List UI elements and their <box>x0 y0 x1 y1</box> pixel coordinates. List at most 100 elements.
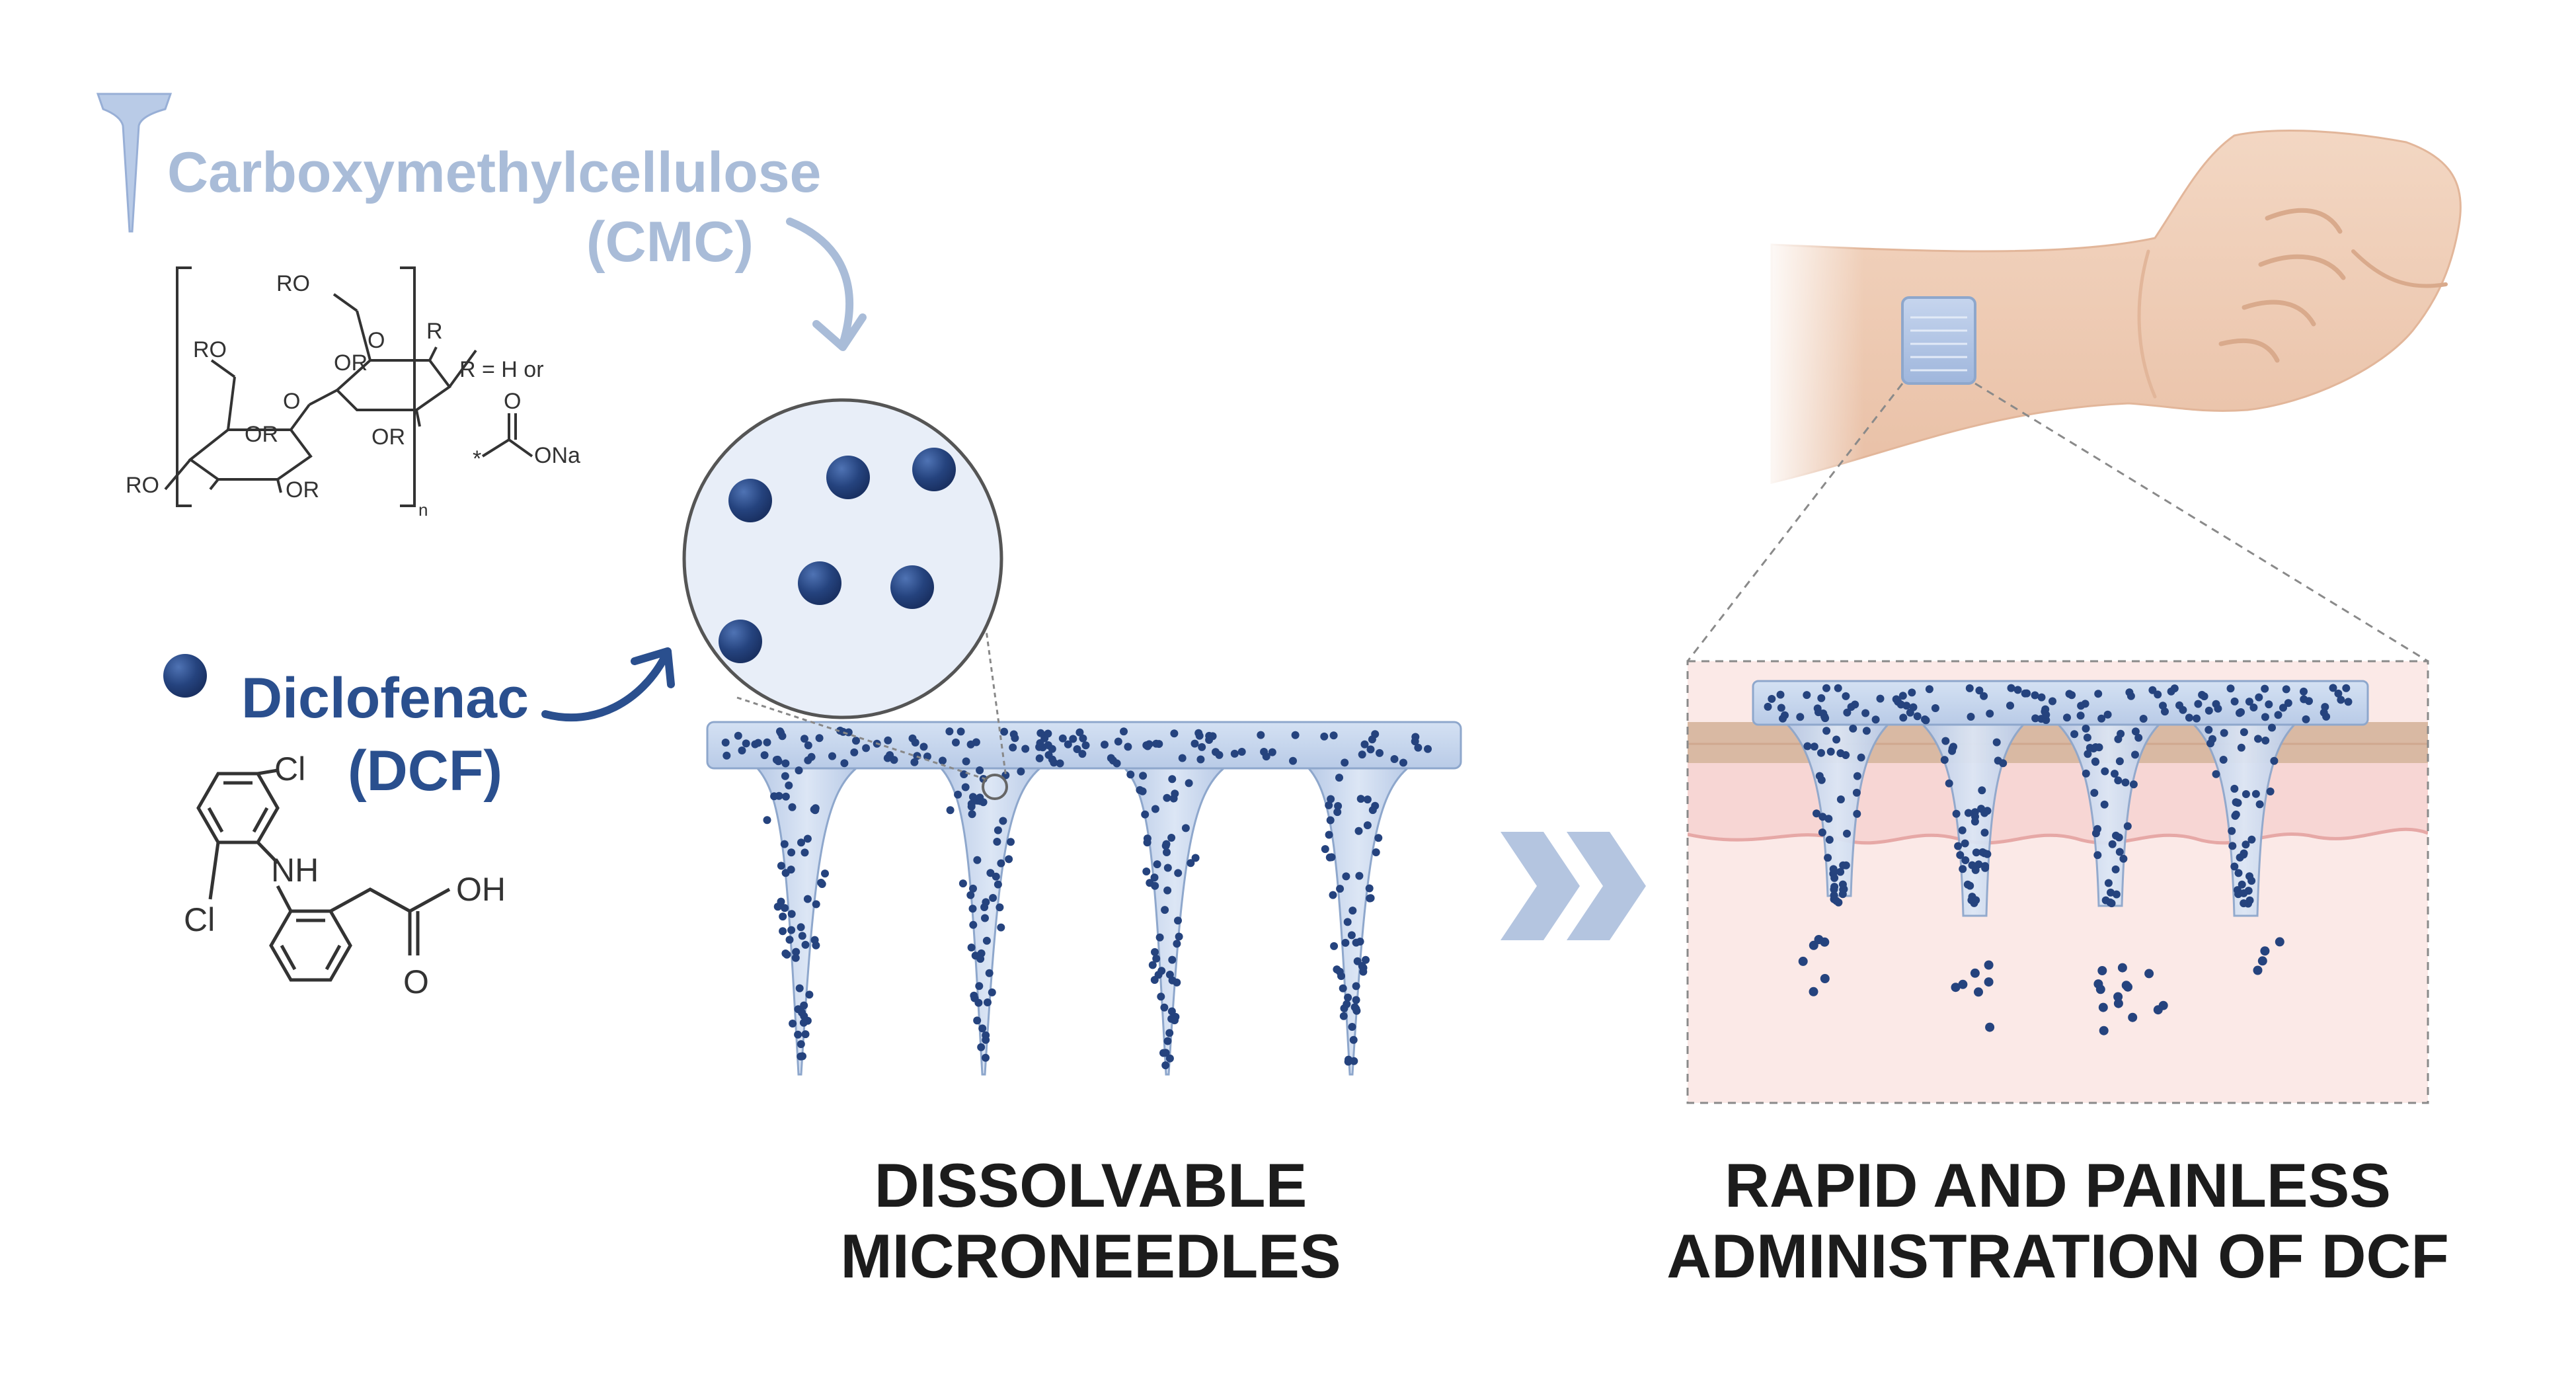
drug-particle <box>1163 793 1171 802</box>
drug-particle <box>1961 839 1969 848</box>
caption-left-line2: MICRONEEDLES <box>840 1221 1341 1291</box>
drug-particle <box>1958 979 1968 989</box>
drug-particle <box>1152 739 1161 748</box>
drug-particle <box>1321 845 1329 854</box>
drug-particle <box>721 739 730 747</box>
drug-particle <box>1815 708 1822 717</box>
drug-particle <box>1352 982 1360 990</box>
drug-particle <box>1941 737 1950 745</box>
drug-particle <box>995 903 1004 912</box>
drug-particle <box>1044 750 1053 759</box>
drug-particle <box>2082 769 2090 778</box>
cmc-label-or-3: OR <box>245 422 278 447</box>
drug-particle <box>2013 686 2022 694</box>
drug-particle <box>1124 743 1132 751</box>
drug-particle <box>2208 735 2216 743</box>
drug-particle <box>1171 1016 1179 1025</box>
drug-particle <box>1007 838 1015 846</box>
drug-particle <box>2270 756 2279 765</box>
drug-particle <box>961 783 970 791</box>
drug-particle <box>975 982 984 990</box>
drug-particle <box>1349 1035 1358 1044</box>
drug-particle <box>2261 737 2270 745</box>
drug-particle <box>1822 684 1830 692</box>
drug-particle <box>2232 798 2240 807</box>
drug-particle <box>1339 1012 1348 1020</box>
drug-particle <box>1344 993 1352 1002</box>
drug-particle <box>1126 770 1135 779</box>
cmc-arrow <box>786 218 853 348</box>
drug-particle <box>2148 686 2157 694</box>
drug-particle <box>789 1020 797 1028</box>
drug-particle <box>2240 850 2248 859</box>
drug-particle <box>1170 729 1179 738</box>
drug-particle <box>2103 710 2112 719</box>
drug-particle <box>1820 974 1830 983</box>
drug-particle <box>1862 727 1871 735</box>
zoom-focus-circle <box>982 774 1008 800</box>
skin-cross-section <box>1688 661 2428 1103</box>
drug-particle <box>2214 704 2222 713</box>
drug-particle <box>1365 884 1374 893</box>
drug-particle <box>1208 732 1217 741</box>
drug-particle <box>969 884 977 893</box>
patch-lines <box>1910 316 1967 372</box>
cmc-structure <box>164 266 533 507</box>
cmc-structure-labels: RO RO RO OR OR OR OR O O R R = H or * O … <box>126 271 580 520</box>
cmc-label-ro-2: RO <box>193 337 227 362</box>
drug-particle <box>1813 809 1820 818</box>
drug-particle <box>977 1043 986 1051</box>
drug-particle <box>2322 712 2331 721</box>
drug-particle <box>2101 767 2109 776</box>
drug-particle <box>797 1040 805 1049</box>
drug-particle <box>1352 938 1360 947</box>
dcf-abbr: (DCF) <box>348 739 502 803</box>
drug-particle <box>1048 745 1056 753</box>
drug-particle <box>1161 1061 1170 1070</box>
drug-particle <box>1167 1007 1176 1016</box>
drug-particle <box>1821 714 1830 723</box>
drug-particle <box>2111 865 2120 873</box>
drug-particle <box>946 806 955 815</box>
microneedle-needle-2 <box>936 764 1046 1076</box>
drug-particle <box>952 738 960 747</box>
drug-particle <box>1079 734 1087 743</box>
drug-particle <box>1139 772 1148 780</box>
drug-particle <box>986 869 995 877</box>
drug-particle <box>1399 758 1407 767</box>
drug-particle <box>1335 774 1343 782</box>
drug-particle <box>836 727 844 735</box>
drug-particle <box>1064 740 1072 748</box>
drug-particle <box>1320 732 1329 741</box>
drug-particle <box>1163 864 1172 872</box>
drug-particle <box>2170 684 2179 693</box>
drug-particle <box>1017 767 1025 776</box>
drug-particle <box>1898 692 1907 700</box>
cmc-label-ro-1: RO <box>276 271 310 296</box>
drug-particle <box>1044 729 1052 738</box>
drug-particle <box>2247 877 2256 885</box>
drug-particle <box>805 990 814 999</box>
drug-particle <box>1191 854 1200 862</box>
inserted-needle-4 <box>2189 721 2300 917</box>
drug-particle <box>2093 825 2101 833</box>
drug-particle <box>1970 968 1980 978</box>
drug-particle <box>2042 711 2050 719</box>
drug-particle <box>2113 998 2123 1008</box>
drug-particle <box>1922 716 1930 725</box>
drug-particle <box>1836 868 1845 876</box>
drug-particle <box>1196 755 1205 764</box>
drug-particle <box>2242 840 2250 849</box>
drug-particle <box>2031 714 2040 723</box>
drug-particle <box>1160 1003 1169 1012</box>
dcf-particle-icon <box>163 654 207 698</box>
arm-fade <box>1758 231 1864 496</box>
drug-particle <box>2161 707 2169 716</box>
drug-particle <box>1356 795 1365 803</box>
drug-particle <box>2021 689 2029 698</box>
drug-particle <box>1155 933 1164 942</box>
drug-particle <box>1414 743 1423 752</box>
drug-particle <box>2212 770 2220 778</box>
drug-particle <box>2104 879 2113 887</box>
drug-particle <box>1814 935 1824 944</box>
